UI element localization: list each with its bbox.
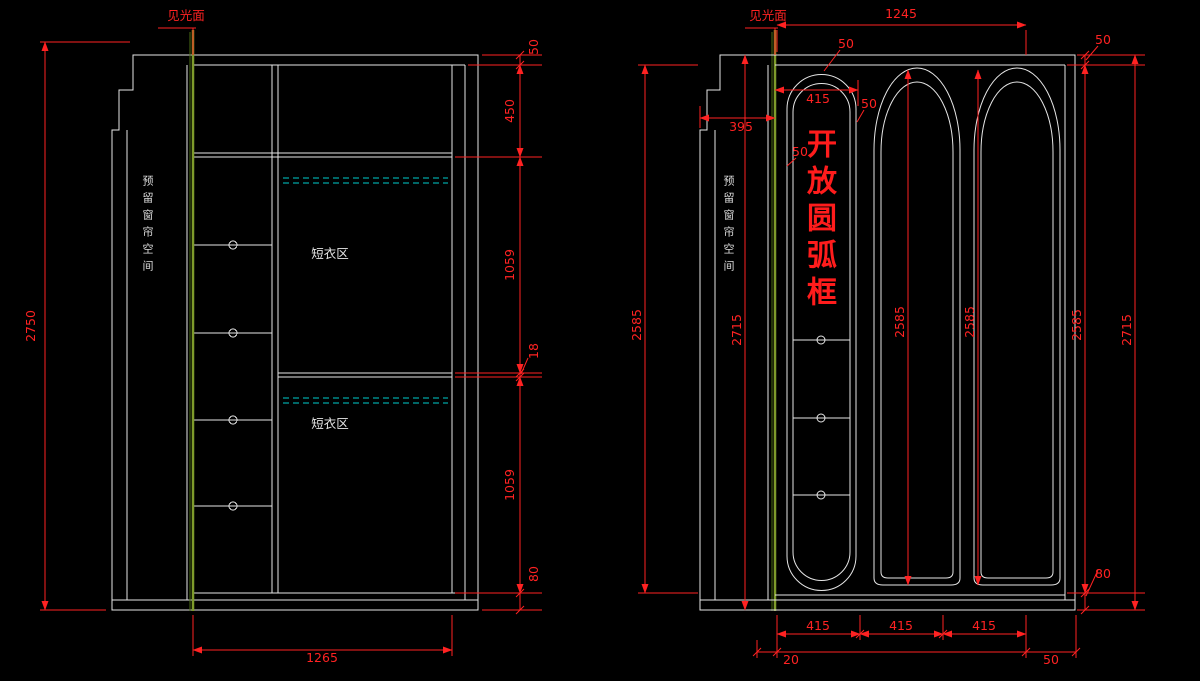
dim-door2-2585: 2585	[961, 306, 977, 338]
left-dimension-lines	[40, 27, 542, 656]
right-dimension-lines	[638, 21, 1145, 658]
dim-return-depth-395: 395	[729, 118, 753, 134]
dim-arc-bay-415: 415	[806, 90, 830, 106]
dim-overall-height: 2750	[22, 310, 38, 342]
dim-chain-450: 450	[501, 99, 517, 123]
dim-bottom-seg1-415: 415	[806, 617, 830, 633]
label-sight-face-right: 见光面	[749, 7, 787, 23]
dim-left-inner-2715: 2715	[728, 314, 744, 346]
dim-bottom-right-50: 50	[1043, 651, 1059, 667]
dim-chain-1059-lower: 1059	[501, 469, 517, 501]
dim-chain-1059-upper: 1059	[501, 249, 517, 281]
note-open-arc-frame: 开放圆弧框	[801, 128, 836, 313]
dim-left-outer-2585: 2585	[628, 309, 644, 341]
dim-top-gap-50: 50	[838, 35, 854, 51]
dim-bottom-left-20: 20	[783, 651, 799, 667]
dim-side-gap-left-50: 50	[792, 143, 808, 159]
dim-right-top-50: 50	[1095, 31, 1111, 47]
dim-bottom-seg2-415: 415	[889, 617, 913, 633]
dim-right-bottom-80: 80	[1095, 565, 1111, 581]
hanging-rod-lines	[283, 177, 448, 404]
dim-door1-2585: 2585	[891, 306, 907, 338]
dim-chain-80: 80	[525, 566, 541, 582]
note-curtain-space-left: 预留窗帘空间	[141, 175, 155, 277]
dim-right-outer-2715: 2715	[1118, 314, 1134, 346]
sight-face-lines	[189, 30, 777, 611]
arched-door-panels	[873, 67, 1061, 586]
label-sight-face-left: 见光面	[167, 7, 205, 23]
dim-chain-50-top: 50	[525, 39, 541, 55]
dim-side-gap-right-50: 50	[861, 95, 877, 111]
dim-top-width: 1245	[885, 5, 917, 21]
dim-right-inner-2585: 2585	[1068, 309, 1084, 341]
note-curtain-space-right: 预留窗帘空间	[722, 175, 736, 277]
dim-bottom-width: 1265	[306, 649, 338, 665]
dim-chain-18: 18	[525, 343, 541, 359]
dim-bottom-seg3-415: 415	[972, 617, 996, 633]
label-zone-bottom: 短衣区	[311, 415, 349, 431]
left-cabinet-linework	[111, 54, 479, 611]
right-cabinet-linework	[699, 54, 1076, 611]
label-zone-top: 短衣区	[311, 245, 349, 261]
